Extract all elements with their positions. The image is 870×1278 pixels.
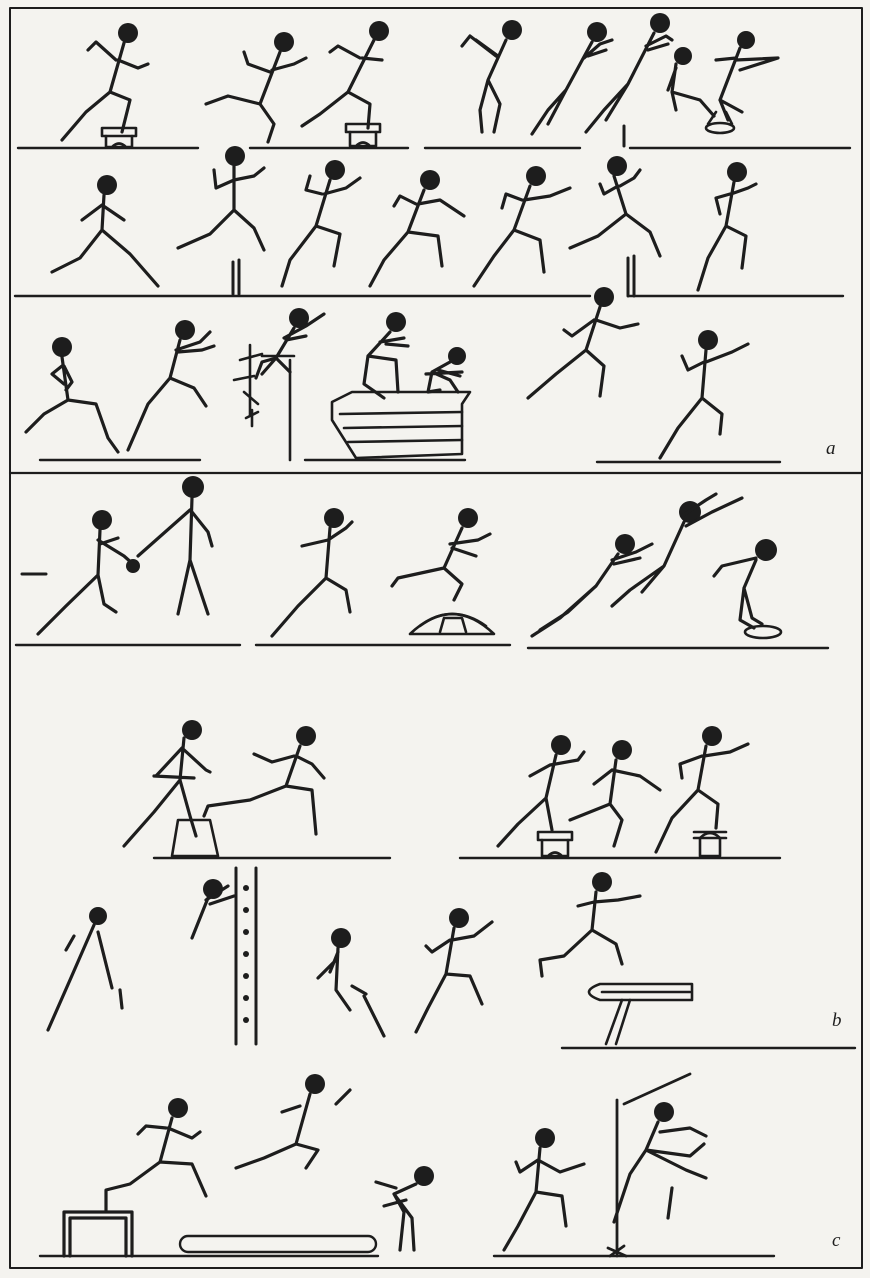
jumper-figure [614, 1102, 706, 1222]
vaulting-box [172, 820, 218, 856]
runner-figure [698, 162, 756, 290]
hurdle-stick [628, 256, 634, 296]
runner-figure [62, 23, 148, 140]
runner-figure [528, 287, 638, 398]
runner-figure [570, 740, 660, 846]
springboard-ring [706, 112, 734, 133]
crouch-figure [376, 1166, 434, 1250]
vaulting-box [64, 1212, 132, 1256]
runner-figure [370, 170, 464, 286]
springboard-small [694, 832, 726, 856]
runner-figure [416, 908, 492, 1032]
jumper-figure [48, 907, 122, 1030]
runner-figure [504, 1128, 584, 1250]
vaulting-box [332, 392, 470, 458]
springboard-arc [410, 614, 494, 634]
panel-label-a: a [826, 438, 836, 460]
runner-figure [498, 735, 584, 846]
jumper-figure [392, 508, 490, 600]
runner-figure [206, 32, 306, 142]
runner-figure [272, 508, 352, 636]
springboard-small [102, 128, 136, 147]
landing-mat [180, 1236, 376, 1252]
panel-label-b: b [832, 1010, 842, 1032]
runner-figure [474, 166, 570, 286]
runner-figure [204, 726, 324, 834]
squat-figure [426, 347, 466, 392]
hurdle-stick [233, 260, 239, 294]
runner-figure [128, 320, 214, 450]
panel-label-c: c [832, 1230, 840, 1252]
crouch-figure [318, 928, 384, 1036]
runner-figure [38, 510, 133, 634]
runner-figure [570, 156, 660, 256]
springboard-small [346, 124, 380, 146]
ground-lines-b [16, 645, 855, 1048]
runner-figure [540, 872, 640, 976]
jumper-figure [364, 312, 408, 398]
runner-figure [106, 1098, 206, 1210]
runner-figure [302, 21, 389, 128]
runner-figure [178, 146, 264, 250]
jumper-sequence [462, 13, 778, 134]
climber-figure [192, 879, 234, 938]
runner-figure [124, 720, 210, 846]
balance-bench [589, 984, 692, 1044]
runner-figure [52, 175, 158, 286]
jumper-figure [236, 1074, 350, 1168]
runner-figure [282, 160, 360, 286]
figure-frame [10, 8, 862, 1268]
springboard-small [538, 832, 572, 856]
partner-figure [126, 476, 212, 614]
wall-bars [236, 868, 256, 1044]
runner-figure [26, 337, 118, 452]
jumper-sequence [532, 494, 777, 636]
runner-figure [660, 330, 748, 458]
springboard-ring [745, 626, 781, 638]
